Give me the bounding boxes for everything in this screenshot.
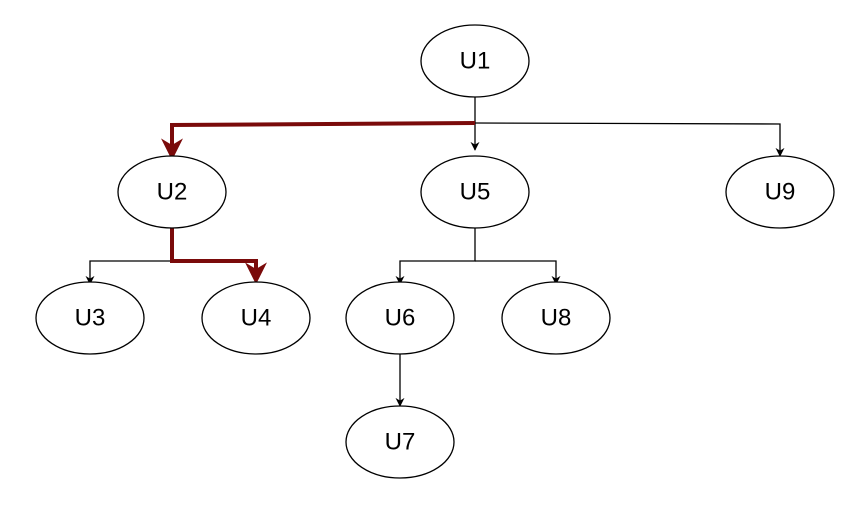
node-u5-label: U5	[460, 179, 491, 206]
node-u5[interactable]: U5	[420, 155, 530, 229]
node-u6-label: U6	[385, 305, 416, 332]
node-u4-label: U4	[241, 305, 272, 332]
node-u7-label: U7	[385, 429, 416, 456]
edge-u5-u6	[395, 227, 476, 285]
node-u2-label: U2	[157, 179, 188, 206]
node-u2[interactable]: U2	[117, 155, 227, 229]
node-u6[interactable]: U6	[345, 281, 455, 355]
node-u9[interactable]: U9	[725, 155, 835, 229]
node-u3-label: U3	[75, 305, 106, 332]
node-u1[interactable]: U1	[420, 24, 530, 98]
edge-u2-u3	[85, 260, 172, 285]
node-u9-label: U9	[765, 179, 796, 206]
node-u3[interactable]: U3	[35, 281, 145, 355]
edge-u1-u2-highlighted	[161, 121, 476, 161]
node-u1-label: U1	[460, 48, 491, 75]
edge-u2-u4-highlighted	[170, 227, 267, 285]
node-u8-label: U8	[541, 305, 572, 332]
node-u8[interactable]: U8	[501, 281, 611, 355]
edge-u1-u9	[474, 122, 785, 157]
edge-u5-u8	[475, 260, 561, 285]
node-u7[interactable]: U7	[345, 405, 455, 479]
node-u4[interactable]: U4	[201, 281, 311, 355]
